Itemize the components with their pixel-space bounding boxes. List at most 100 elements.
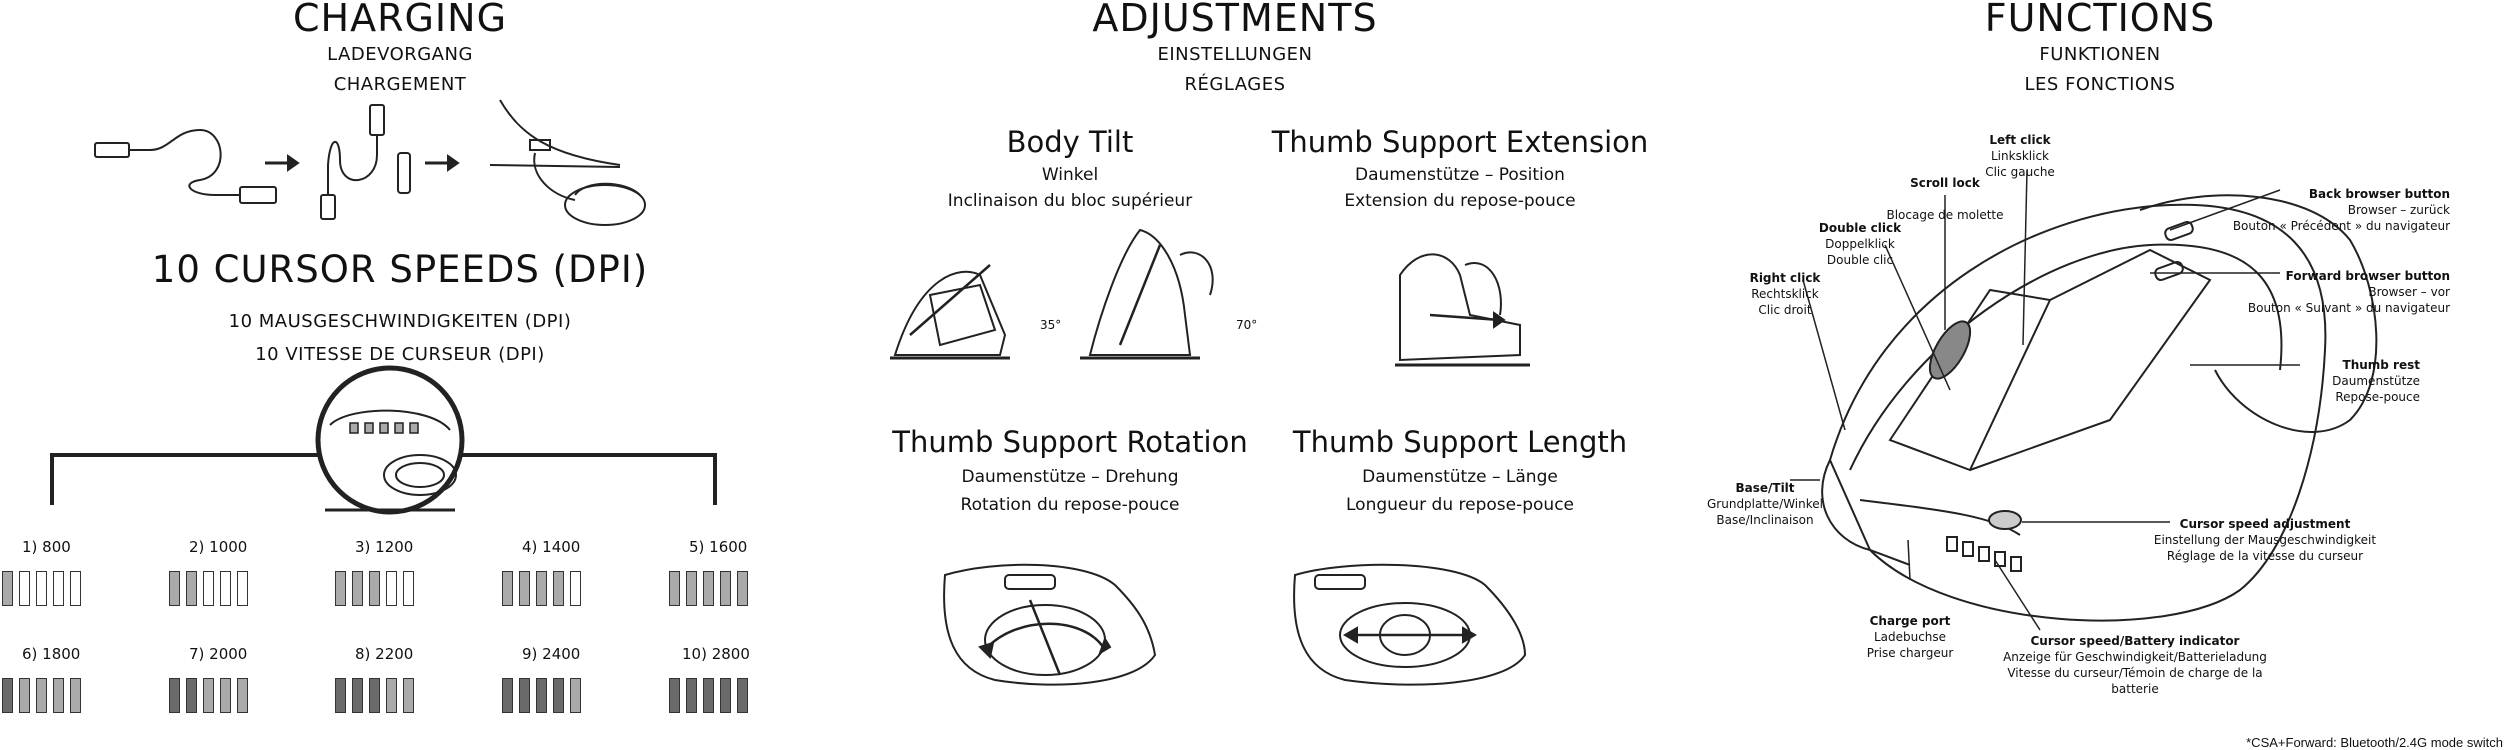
dpi-label: 2) 1000: [189, 538, 248, 556]
adjustments-subtitle-de: EINSTELLUNGEN: [1157, 44, 1313, 65]
dpi-led: [53, 571, 64, 606]
dpi-led: [720, 571, 731, 606]
thumb-len-title: Thumb Support Length: [1292, 425, 1628, 459]
dpi-led-group: [502, 678, 581, 713]
dpi-label: 3) 1200: [355, 538, 414, 556]
dpi-led: [2, 678, 13, 713]
dpi-led: [186, 678, 197, 713]
dpi-led: [335, 571, 346, 606]
forward-fr: Bouton « Suivant » du navigateur: [2247, 301, 2450, 315]
dpi-led: [570, 678, 581, 713]
dpi-label: 8) 2200: [355, 645, 414, 663]
cursor-adj-fr: Réglage de la vitesse du curseur: [2166, 549, 2364, 563]
forward-en: Forward browser button: [2285, 269, 2450, 283]
dpi-led-group: [169, 571, 248, 606]
double-click-fr: Double clic: [1826, 253, 1894, 267]
double-click-de: Doppelklick: [1825, 237, 1895, 251]
dpi-led: [203, 571, 214, 606]
body-tilt-fr: Inclinaison du bloc supérieur: [947, 191, 1193, 211]
dpi-led: [519, 571, 530, 606]
right-click-de: Rechtsklick: [1751, 287, 1819, 301]
dpi-led: [169, 571, 180, 606]
body-tilt-angle-35: 35°: [1040, 318, 1062, 332]
thumb-rot-title: Thumb Support Rotation: [892, 425, 1248, 459]
dpi-led: [386, 571, 397, 606]
dpi-led: [70, 678, 81, 713]
dpi-label: 6) 1800: [22, 645, 81, 663]
left-click-de: Linksklick: [1991, 149, 2049, 163]
dpi-led: [237, 678, 248, 713]
dpi-led: [53, 678, 64, 713]
functions-subtitle-fr: LES FONCTIONS: [2024, 74, 2176, 95]
footnote: *CSA+Forward: Bluetooth/2.4G mode switch: [2246, 735, 2503, 750]
double-click-en: Double click: [1818, 221, 1902, 235]
thumb-rest-de: Daumenstütze: [2332, 374, 2420, 388]
functions-subtitle-de: FUNKTIONEN: [2039, 44, 2161, 65]
charging-illustration: [94, 99, 646, 226]
dpi-led: [553, 571, 564, 606]
dpi-led: [669, 678, 680, 713]
dpi-led: [403, 678, 414, 713]
thumb-ext-fr: Extension du repose-pouce: [1344, 191, 1576, 211]
charging-subtitle-de: LADEVORGANG: [327, 44, 473, 65]
callout-right-click: Right click Rechtsklick Clic droit: [1725, 270, 1845, 318]
callout-left-click: Left click Linksklick Clic gauche: [1960, 132, 2080, 180]
thumb-rot-fr: Rotation du repose-pouce: [960, 495, 1180, 515]
dpi-led: [553, 678, 564, 713]
dpi-led: [19, 571, 30, 606]
right-click-fr: Clic droit: [1758, 303, 1812, 317]
back-de: Browser – zurück: [2347, 203, 2450, 217]
charge-port-en: Charge port: [1869, 614, 1951, 628]
dpi-label: 7) 2000: [189, 645, 248, 663]
dpi-led: [352, 571, 363, 606]
dpi-led: [703, 571, 714, 606]
charging-subtitle-fr: CHARGEMENT: [333, 74, 467, 95]
dpi-led-group: [669, 571, 748, 606]
left-click-en: Left click: [1989, 133, 2051, 147]
dpi-led: [669, 571, 680, 606]
adjustments-subtitle-fr: RÉGLAGES: [1184, 74, 1286, 95]
body-tilt-title: Body Tilt: [1006, 125, 1134, 159]
dpi-led: [570, 571, 581, 606]
body-tilt-angle-70: 70°: [1236, 318, 1258, 332]
dpi-led: [502, 571, 513, 606]
dpi-led: [220, 571, 231, 606]
battery-de: Anzeige für Geschwindigkeit/Batterieladu…: [2003, 650, 2267, 664]
dpi-led-group: [169, 678, 248, 713]
left-click-fr: Clic gauche: [1985, 165, 2055, 179]
dpi-led: [720, 678, 731, 713]
base-en: Base/Tilt: [1735, 481, 1795, 495]
dpi-led: [169, 678, 180, 713]
charge-port-de: Ladebuchse: [1873, 630, 1947, 644]
battery-en: Cursor speed/Battery indicator: [2030, 634, 2240, 648]
dpi-led-group: [335, 571, 414, 606]
callout-back-button: Back browser button Browser – zurück Bou…: [2220, 186, 2450, 234]
dpi-led: [703, 678, 714, 713]
callout-cursor-adjustment: Cursor speed adjustment Einstellung der …: [2130, 516, 2400, 564]
dpi-label: 10) 2800: [682, 645, 750, 663]
charge-port-fr: Prise chargeur: [1866, 646, 1954, 660]
scroll-lock-en: Scroll lock: [1910, 176, 1980, 190]
dpi-led: [203, 678, 214, 713]
callout-double-click: Double click Doppelklick Double clic: [1800, 220, 1920, 268]
back-en: Back browser button: [2308, 187, 2450, 201]
cursor-adj-de: Einstellung der Mausgeschwindigkeit: [2153, 533, 2377, 547]
dpi-led-group: [335, 678, 414, 713]
dpi-led: [352, 678, 363, 713]
dpi-label: 9) 2400: [522, 645, 581, 663]
dpi-led: [19, 678, 30, 713]
dpi-led: [237, 571, 248, 606]
callout-scroll-lock: Scroll lock Blocage de molette: [1870, 175, 2020, 223]
thumb-len-de: Daumenstütze – Länge: [1362, 467, 1558, 487]
dpi-led-group: [2, 678, 81, 713]
thumb-len-fr: Longueur du repose-pouce: [1346, 495, 1574, 515]
cursor-adj-en: Cursor speed adjustment: [2179, 517, 2351, 531]
dpi-label: 1) 800: [22, 538, 71, 556]
thumb-ext-illustration: [1395, 253, 1530, 367]
dpi-led-group: [669, 678, 748, 713]
callout-thumb-rest: Thumb rest Daumenstütze Repose-pouce: [2300, 357, 2420, 405]
dpi-label: 5) 1600: [689, 538, 748, 556]
callout-forward-button: Forward browser button Browser – vor Bou…: [2220, 268, 2450, 316]
callout-base: Base/Tilt Grundplatte/Winkel Base/Inclin…: [1700, 480, 1830, 528]
thumb-ext-title: Thumb Support Extension: [1271, 125, 1649, 159]
